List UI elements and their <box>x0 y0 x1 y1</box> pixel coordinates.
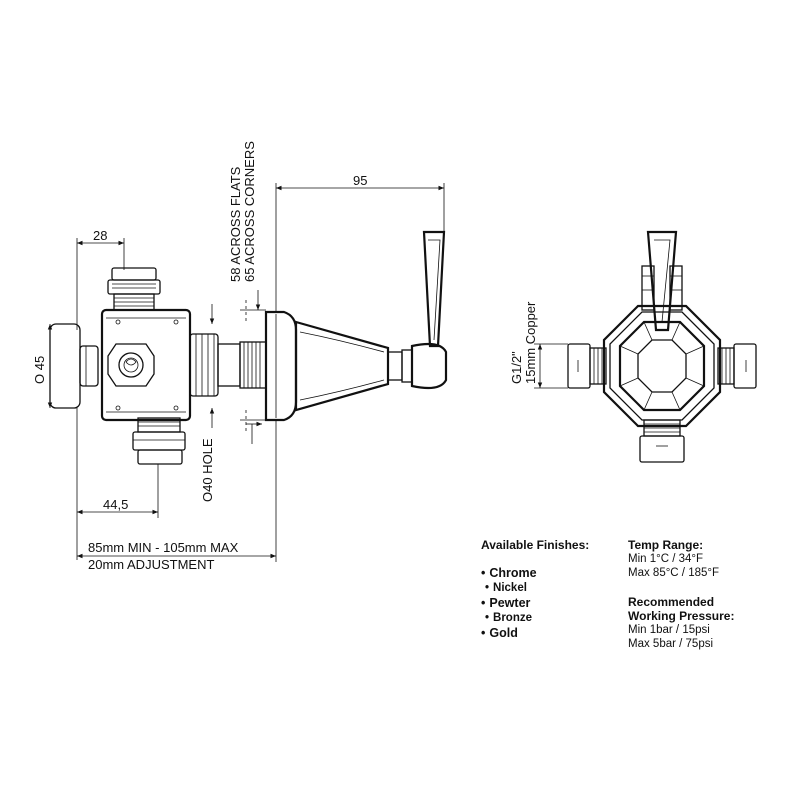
pressure-title-line2: Working Pressure: <box>628 609 735 623</box>
wall-flange <box>264 310 298 422</box>
finishes-title: Available Finishes: <box>481 538 590 552</box>
finishes-list: Chrome Nickel Pewter Bronze Gold <box>481 566 611 641</box>
left-cap <box>49 323 99 409</box>
pressure-title-line1: Recommended <box>628 595 715 609</box>
finishes-panel: Available Finishes: Chrome Nickel Pewter… <box>481 538 611 641</box>
dim-across-corners: 65 ACROSS CORNERS <box>242 141 257 282</box>
finish-item-chrome: Chrome <box>481 566 611 581</box>
front-bottom-fitting <box>639 419 685 463</box>
dim-diameter-left: O 45 <box>32 356 47 384</box>
front-view <box>534 230 757 463</box>
finish-item-nickel: Nickel <box>485 581 611 596</box>
finish-item-pewter: Pewter <box>481 596 611 611</box>
finish-item-bronze: Bronze <box>485 611 611 626</box>
dim-hole: O40 HOLE <box>200 438 215 502</box>
dim-across-flats: 58 ACROSS FLATS <box>228 166 243 282</box>
threaded-sleeve <box>189 333 267 397</box>
dim-pipe-thread: G1/2" <box>509 351 524 384</box>
front-right-fitting <box>717 343 757 389</box>
octagon-body <box>602 304 722 428</box>
dim-top-width: 28 <box>93 228 107 243</box>
temp-max: Max 85°C / 185°F <box>628 567 720 579</box>
dim-pipe-copper: 15mm Copper <box>523 301 538 384</box>
handle-cone <box>294 320 448 412</box>
dim-adjustment: 20mm ADJUSTMENT <box>88 557 214 572</box>
dim-offset: 44,5 <box>103 497 128 512</box>
front-left-fitting <box>567 343 607 389</box>
pressure-max: Max 5bar / 75psi <box>628 638 714 650</box>
temp-min: Min 1°C / 34°F <box>628 553 704 565</box>
lever-handle <box>422 230 446 348</box>
valve-body <box>100 308 192 422</box>
temp-range-title: Temp Range: <box>628 538 704 552</box>
bottom-inlet-fitting <box>132 417 186 465</box>
dim-range: 85mm MIN - 105mm MAX <box>88 540 239 555</box>
specs-panel: Temp Range: Min 1°C / 34°F Max 85°C / 18… <box>628 538 788 651</box>
front-lever <box>646 230 678 332</box>
top-inlet-fitting <box>107 267 161 311</box>
finish-item-gold: Gold <box>481 626 611 641</box>
dim-handle-reach: 95 <box>353 173 367 188</box>
side-view <box>49 230 448 465</box>
octagon-handle <box>618 320 706 412</box>
dimension-lines <box>47 183 445 562</box>
pressure-min: Min 1bar / 15psi <box>628 624 710 636</box>
